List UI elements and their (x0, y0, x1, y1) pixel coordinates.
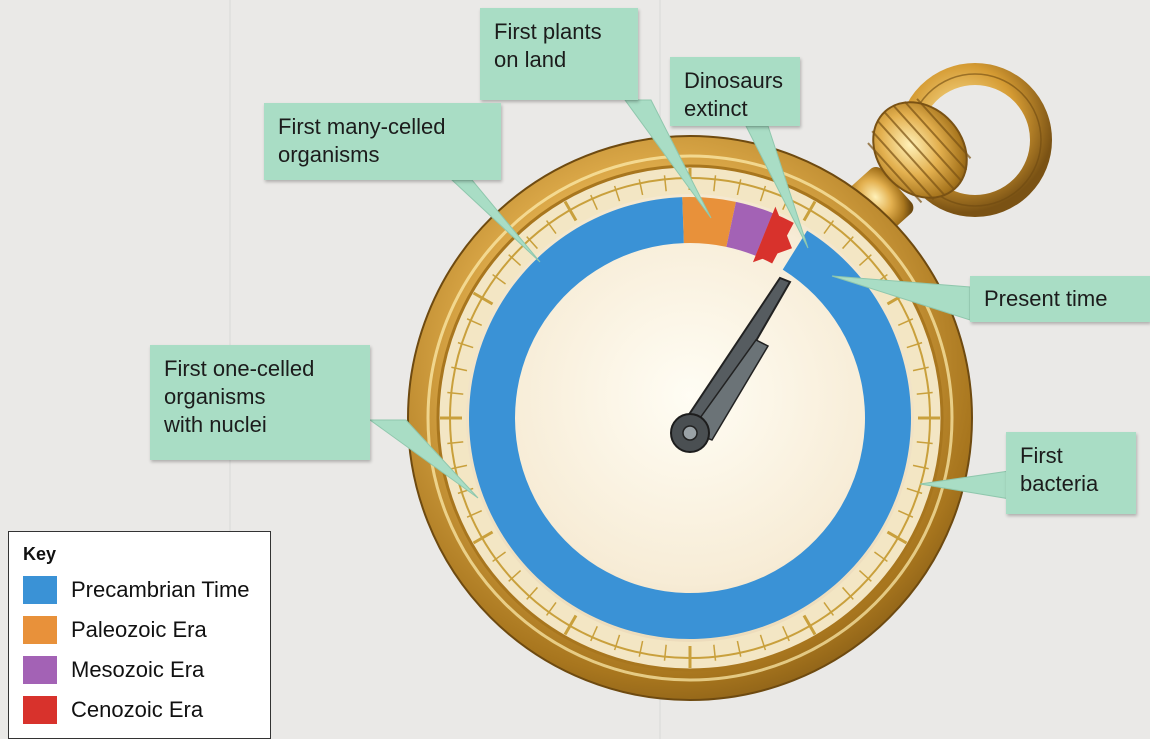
legend-item-paleozoic: Paleozoic Era (23, 614, 268, 646)
callout-dinosaurs-extinct: Dinosaurs extinct (670, 57, 800, 126)
legend-title: Key (23, 544, 56, 565)
legend-swatch-mesozoic (23, 656, 57, 684)
legend-key: Key Precambrian Time Paleozoic Era Mesoz… (8, 531, 271, 739)
legend-swatch-paleozoic (23, 616, 57, 644)
legend-label-precambrian: Precambrian Time (71, 577, 250, 603)
callout-first-many-celled-organisms: First many-celled organisms (264, 103, 501, 180)
callout-first-plants-on-land: First plants on land (480, 8, 638, 100)
legend-swatch-precambrian (23, 576, 57, 604)
callout-first-bacteria: First bacteria (1006, 432, 1136, 514)
legend-label-paleozoic: Paleozoic Era (71, 617, 207, 643)
legend-label-cenozoic: Cenozoic Era (71, 697, 203, 723)
legend-label-mesozoic: Mesozoic Era (71, 657, 204, 683)
legend-item-precambrian: Precambrian Time (23, 574, 268, 606)
callout-first-one-celled-organisms-with-nuclei: First one-celled organisms with nuclei (150, 345, 370, 460)
era-band-paleozoic (682, 197, 736, 247)
legend-swatch-cenozoic (23, 696, 57, 724)
callout-present-time: Present time (970, 276, 1150, 322)
legend-item-cenozoic: Cenozoic Era (23, 694, 268, 726)
legend-item-mesozoic: Mesozoic Era (23, 654, 268, 686)
